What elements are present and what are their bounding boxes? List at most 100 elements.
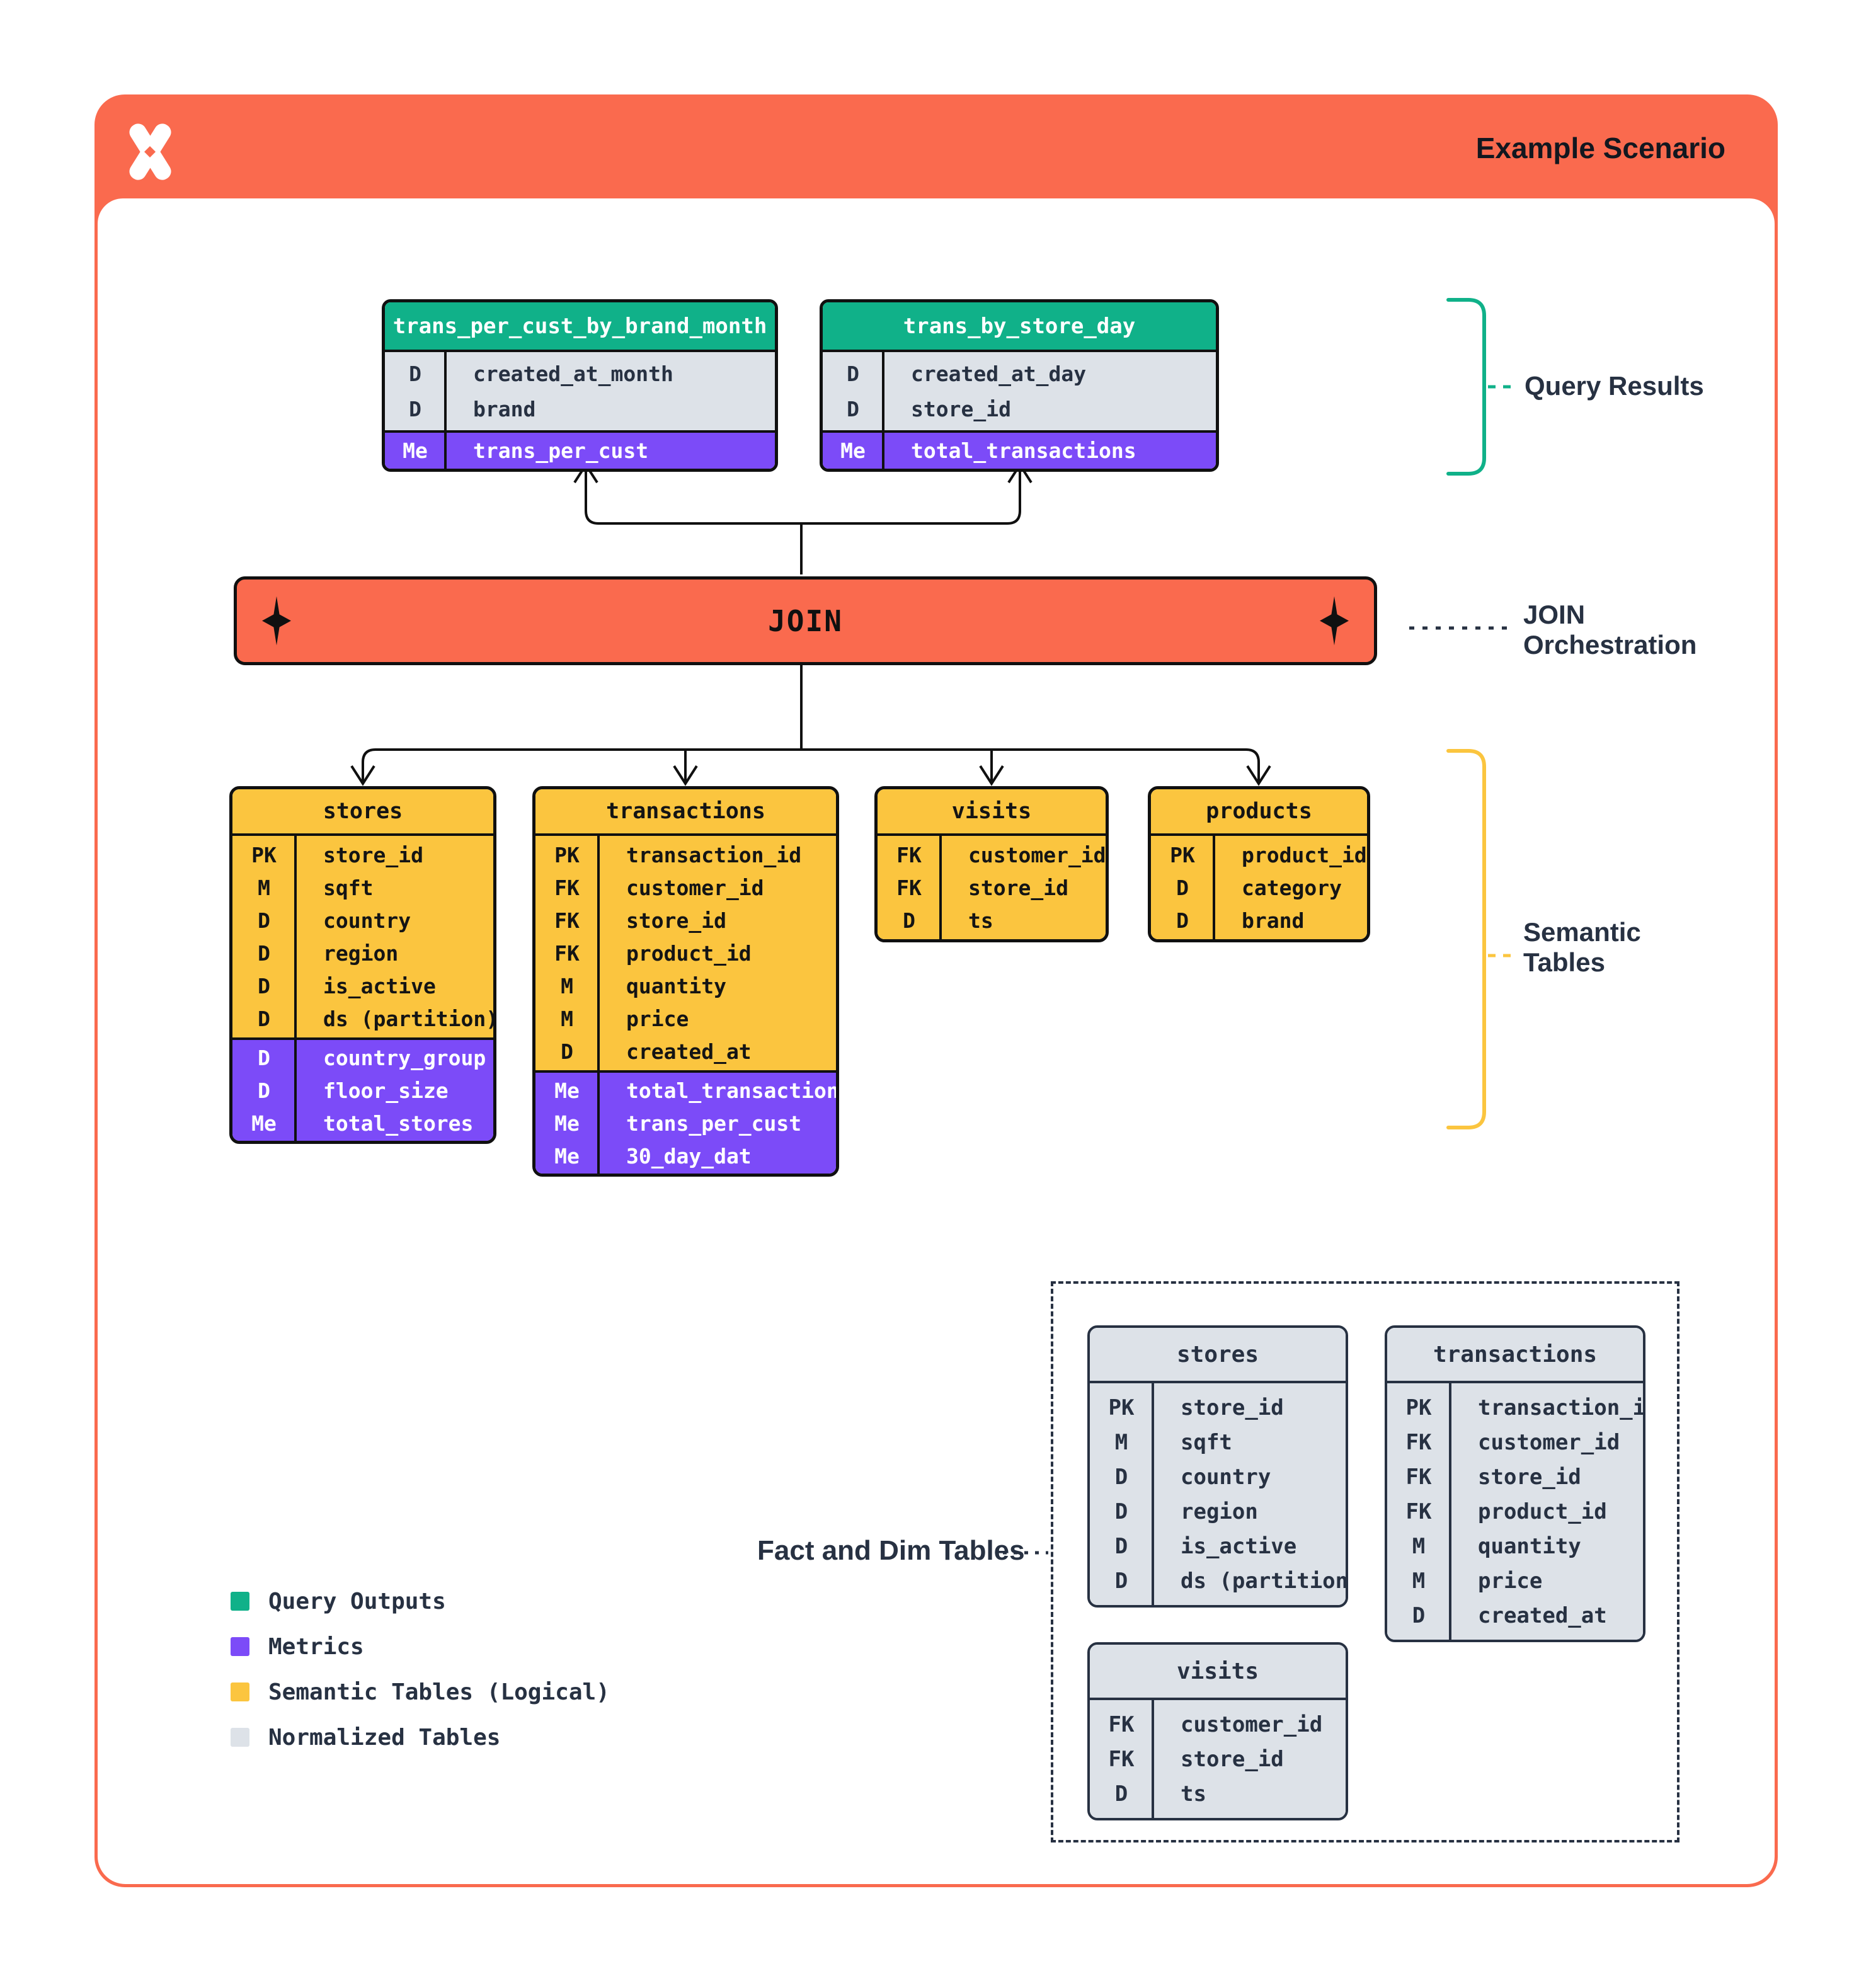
row-key: FK bbox=[1108, 1711, 1135, 1737]
table-title: stores bbox=[232, 789, 493, 836]
row-key: M bbox=[1412, 1568, 1426, 1594]
row-key: D bbox=[258, 940, 270, 966]
row-key: Me bbox=[554, 1143, 580, 1168]
row-key: FK bbox=[1405, 1464, 1432, 1490]
row-field: store_id bbox=[323, 842, 423, 867]
row-key: FK bbox=[896, 875, 922, 900]
row-key: D bbox=[847, 361, 859, 386]
row-key: M bbox=[258, 875, 270, 900]
table-title: stores bbox=[1090, 1328, 1346, 1383]
row-field: customer_id bbox=[968, 842, 1106, 867]
row-field: store_id bbox=[911, 396, 1011, 421]
row-key: Me bbox=[840, 438, 866, 463]
row-key: D bbox=[1114, 1781, 1128, 1807]
row-field: created_at bbox=[626, 1039, 752, 1064]
row-field: customer_id bbox=[1181, 1711, 1323, 1737]
row-key: FK bbox=[554, 875, 580, 900]
arrow-down-icon bbox=[350, 765, 375, 786]
legend-label: Normalized Tables bbox=[268, 1724, 501, 1751]
row-field: is_active bbox=[323, 973, 436, 998]
row-key: D bbox=[1176, 875, 1189, 900]
arrow-down-icon bbox=[1246, 765, 1271, 786]
row-key: FK bbox=[1405, 1499, 1432, 1524]
legend-item: Normalized Tables bbox=[231, 1725, 610, 1751]
row-field: store_id bbox=[1181, 1746, 1284, 1772]
row-field: brand bbox=[1242, 908, 1305, 933]
table-title: trans_per_cust_by_brand_month bbox=[385, 302, 775, 352]
row-field: total_transactions bbox=[626, 1078, 839, 1103]
legend-item: Metrics bbox=[231, 1634, 610, 1660]
row-key: PK bbox=[1405, 1395, 1432, 1420]
join-label: JOIN bbox=[768, 603, 843, 638]
row-field: brand bbox=[473, 396, 536, 421]
fact-dim-dotted-box bbox=[1051, 1281, 1679, 1842]
row-field: trans_per_cust bbox=[473, 438, 649, 463]
purple-swatch-icon bbox=[231, 1637, 249, 1656]
row-key: D bbox=[1176, 908, 1189, 933]
row-key: D bbox=[1114, 1533, 1128, 1559]
row-key: Me bbox=[554, 1078, 580, 1103]
table-row: FK customer_id bbox=[1090, 1707, 1346, 1742]
yellow-swatch-icon bbox=[231, 1682, 249, 1701]
row-key: D bbox=[258, 1078, 270, 1103]
row-key: D bbox=[1114, 1499, 1128, 1524]
arrow-down-icon bbox=[979, 765, 1004, 786]
row-key: D bbox=[409, 361, 421, 386]
key-column-divider bbox=[882, 352, 884, 469]
row-field: created_at_month bbox=[473, 361, 673, 386]
row-field: created_at_day bbox=[911, 361, 1087, 386]
semantic-tables-label-line2: Tables bbox=[1523, 947, 1605, 977]
table-row: FK store_id bbox=[878, 871, 1106, 904]
semantic-tables-label: Semantic Tables bbox=[1523, 917, 1641, 978]
row-field: floor_size bbox=[323, 1078, 449, 1103]
row-key: D bbox=[258, 1045, 270, 1070]
row-field: store_id bbox=[968, 875, 1068, 900]
row-key: M bbox=[1412, 1533, 1426, 1559]
join-orchestration-label: JOIN Orchestration bbox=[1523, 600, 1696, 660]
key-column-divider bbox=[444, 352, 447, 469]
row-key: FK bbox=[554, 908, 580, 933]
join-orchestration-bar: JOIN bbox=[234, 576, 1377, 665]
table-title: products bbox=[1151, 789, 1367, 836]
row-field: country_group bbox=[323, 1045, 486, 1070]
row-field: store_id bbox=[1478, 1464, 1581, 1490]
legend-item: Semantic Tables (Logical) bbox=[231, 1679, 610, 1705]
key-column-divider bbox=[1152, 1383, 1154, 1605]
row-key: D bbox=[847, 396, 859, 421]
join-orchestration-label-line2: Orchestration bbox=[1523, 630, 1697, 660]
join-up-branch-line bbox=[585, 471, 1021, 525]
row-field: product_id bbox=[626, 940, 752, 966]
legend-item: Query Outputs bbox=[231, 1589, 610, 1614]
